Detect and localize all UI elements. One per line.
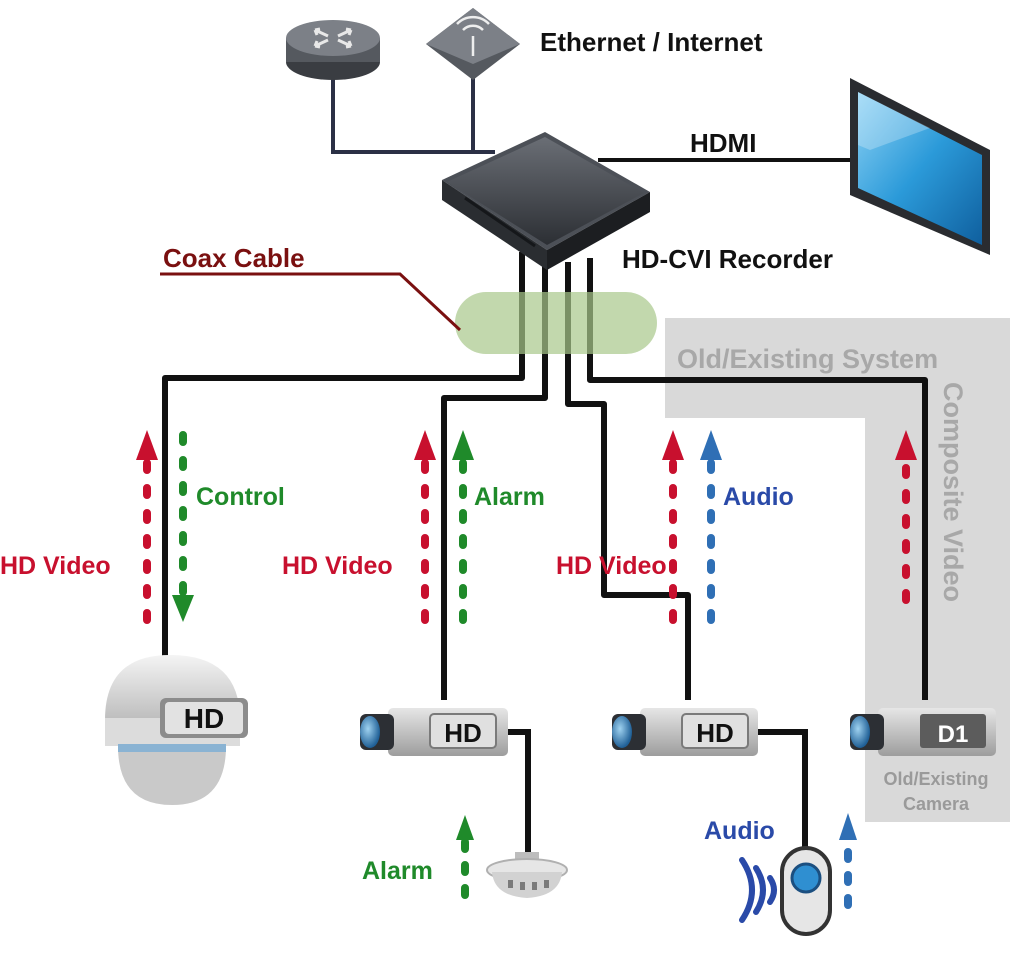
audio-label-top: Audio xyxy=(723,483,794,511)
hd-video-arrow-3-head xyxy=(662,430,684,460)
hd-video-label-2: HD Video xyxy=(282,552,393,580)
svg-text:HD: HD xyxy=(444,718,482,748)
alarm-label-top: Alarm xyxy=(474,483,545,511)
audio-label-bottom: Audio xyxy=(704,817,775,845)
alarm-sensor-cable xyxy=(508,729,531,858)
old-camera-label-1: Old/Existing xyxy=(883,769,988,789)
monitor-icon xyxy=(850,78,990,255)
svg-text:HD: HD xyxy=(184,703,224,734)
composite-arrow-head xyxy=(895,430,917,460)
coax-bundle-highlight xyxy=(455,292,657,354)
old-system-label: Old/Existing System xyxy=(677,344,938,374)
alarm-arrow-bottom-head xyxy=(456,815,474,840)
dome-hd-badge: HD xyxy=(160,698,248,738)
control-arrow-head xyxy=(172,595,194,622)
svg-text:D1: D1 xyxy=(938,721,969,748)
recorder-icon xyxy=(442,132,650,270)
network-label: Ethernet / Internet xyxy=(540,27,763,57)
coax-label-pointer xyxy=(160,272,462,332)
cam1-hd-badge: HD xyxy=(429,713,497,749)
microphone-cable xyxy=(758,729,808,848)
coax-label: Coax Cable xyxy=(163,243,305,273)
hd-video-label-1: HD Video xyxy=(0,552,111,580)
hdmi-label: HDMI xyxy=(690,128,756,158)
svg-text:HD: HD xyxy=(696,718,734,748)
smoke-detector-icon xyxy=(486,852,568,898)
audio-arrow-bottom-head xyxy=(839,813,857,840)
control-label: Control xyxy=(196,483,285,511)
composite-label: Composite Video xyxy=(938,382,968,602)
cam2-hd-badge: HD xyxy=(681,713,749,749)
microphone-icon xyxy=(739,846,832,936)
hd-video-arrow-2-head xyxy=(414,430,436,460)
arrows xyxy=(136,430,917,909)
alarm-arrow-top-head xyxy=(452,430,474,460)
router-icon xyxy=(286,20,380,80)
recorder-label: HD-CVI Recorder xyxy=(622,244,833,274)
audio-arrow-top-head xyxy=(700,430,722,460)
old-cam-d1-badge: D1 xyxy=(920,714,986,748)
alarm-label-bottom: Alarm xyxy=(362,857,433,885)
hd-video-arrow-1-head xyxy=(136,430,158,460)
old-camera-label-2: Camera xyxy=(903,794,970,814)
access-point-icon xyxy=(426,8,520,80)
hd-video-label-3: HD Video xyxy=(556,552,667,580)
